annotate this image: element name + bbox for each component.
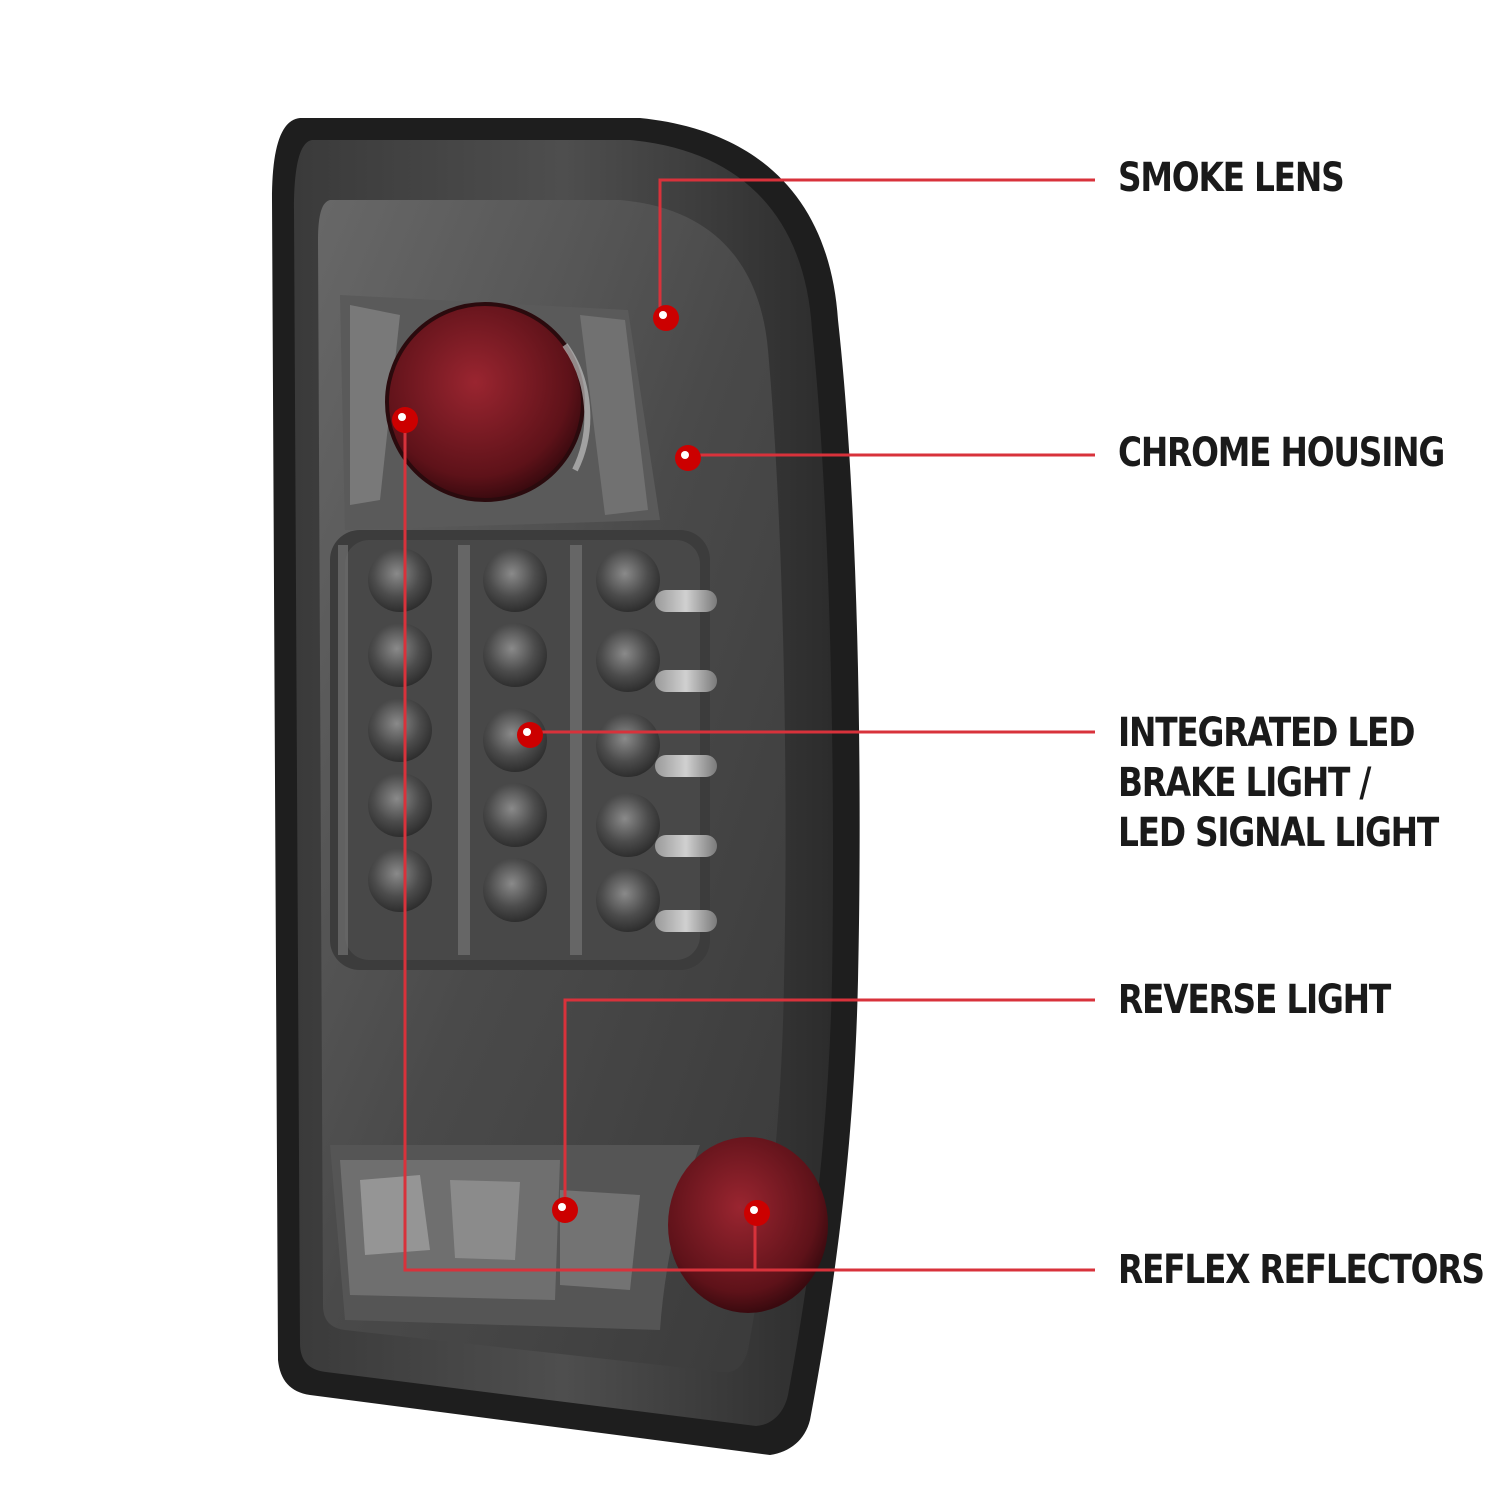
- leader-lines: [403, 178, 1095, 1272]
- callout-line: BRAKE LIGHT /: [1118, 760, 1371, 806]
- callout-chrome-housing: CHROME HOUSING: [1118, 428, 1445, 478]
- callout-line: INTEGRATED LED: [1118, 710, 1415, 756]
- marker-dots: [392, 305, 770, 1226]
- lower-red-reflector: [668, 1137, 828, 1313]
- leader-line-reverse-light: [563, 998, 1095, 1205]
- callout-line: REVERSE LIGHT: [1118, 977, 1391, 1023]
- callout-line: CHROME HOUSING: [1118, 430, 1445, 476]
- upper-red-reflector: [387, 304, 583, 500]
- marker-dot-reverse-light: [552, 1197, 578, 1223]
- leader-line-smoke-lens: [658, 178, 1095, 318]
- callout-line: REFLEX REFLECTORS: [1118, 1247, 1485, 1293]
- callout-reflex-reflectors: REFLEX REFLECTORS: [1118, 1245, 1485, 1295]
- callout-smoke-lens: SMOKE LENS: [1118, 153, 1345, 203]
- callout-reverse-light: REVERSE LIGHT: [1118, 975, 1391, 1025]
- marker-dot-upper-reflector: [392, 407, 418, 433]
- callout-line: SMOKE LENS: [1118, 155, 1345, 201]
- marker-dot-lower-reflector: [744, 1200, 770, 1226]
- leader-line-reflex-reflectors: [403, 420, 1095, 1272]
- led-bulb-grid: [368, 548, 717, 932]
- marker-dot-smoke-lens: [653, 305, 679, 331]
- callout-line: LED SIGNAL LIGHT: [1118, 810, 1439, 856]
- marker-dot-chrome-housing: [675, 445, 701, 471]
- callout-integrated-led: INTEGRATED LED BRAKE LIGHT / LED SIGNAL …: [1118, 708, 1439, 858]
- marker-dot-integrated-led: [517, 722, 543, 748]
